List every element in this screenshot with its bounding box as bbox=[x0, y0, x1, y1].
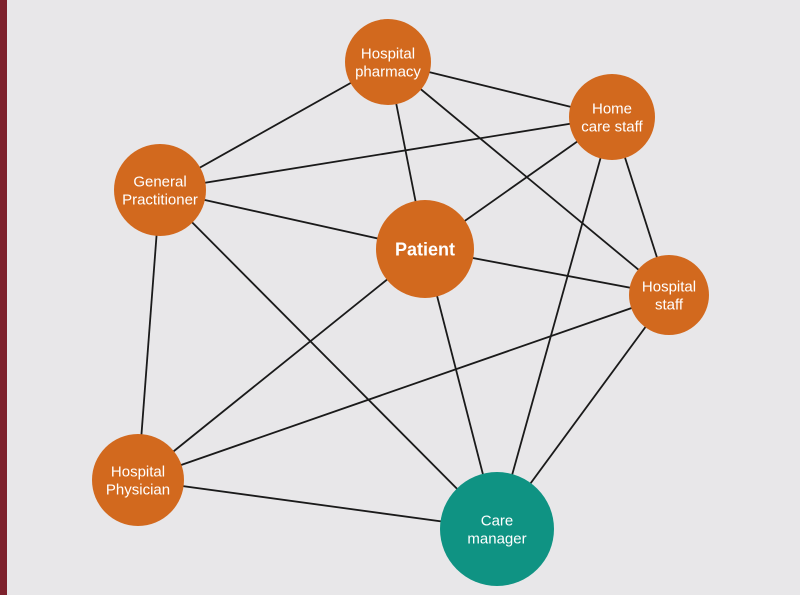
node-circle-home-care-staff bbox=[569, 74, 655, 160]
page-edge-strip bbox=[0, 0, 7, 595]
node-circle-hospital-physician bbox=[92, 434, 184, 526]
edge-hospital-physician--care-manager bbox=[137, 479, 498, 530]
node-circle-patient bbox=[376, 200, 474, 298]
node-circle-general-practitioner bbox=[114, 144, 206, 236]
node-circle-hospital-pharmacy bbox=[345, 19, 431, 105]
edge-hospital-staff--hospital-physician bbox=[137, 294, 670, 481]
edge-general-practitioner--hospital-physician bbox=[137, 189, 161, 481]
node-circle-hospital-staff bbox=[629, 255, 709, 335]
edge-patient--hospital-physician bbox=[137, 248, 426, 481]
edge-hospital-pharmacy--hospital-staff bbox=[387, 61, 670, 296]
edge-general-practitioner--care-manager bbox=[159, 189, 498, 530]
node-circle-care-manager bbox=[440, 472, 554, 586]
edge-home-care-staff--care-manager bbox=[496, 116, 613, 530]
node-patient: Patient bbox=[376, 200, 474, 298]
edge-general-practitioner--home-care-staff bbox=[159, 116, 613, 191]
node-label-patient: Patient bbox=[395, 239, 455, 259]
